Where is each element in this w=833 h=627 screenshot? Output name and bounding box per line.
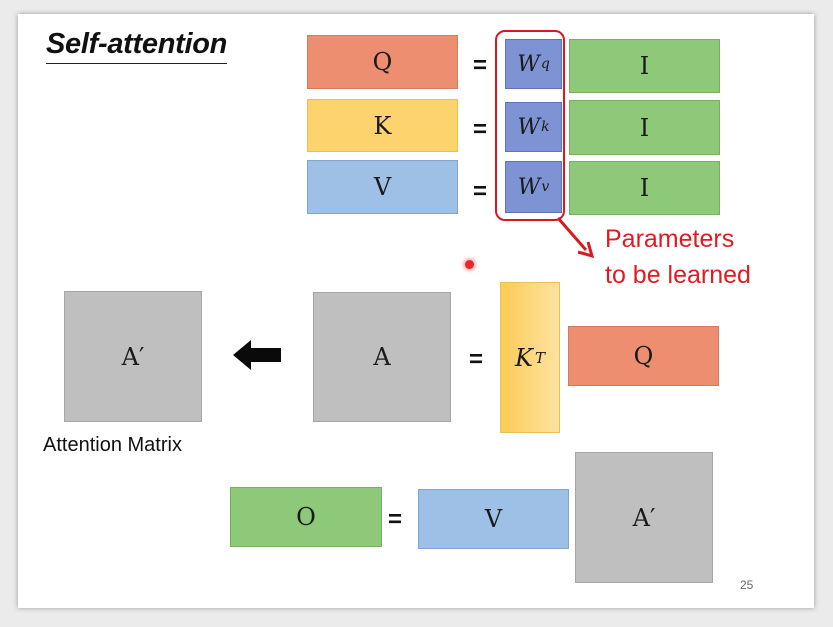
a-prime-box: A′: [64, 291, 202, 422]
red-arrow-icon: [556, 217, 595, 259]
wv-base: W: [517, 174, 541, 200]
parameters-note: Parameters to be learned: [605, 221, 751, 293]
note-line-1: Parameters: [605, 225, 735, 253]
equals-sign: =: [469, 346, 484, 373]
equals-sign: =: [473, 116, 488, 143]
q-box: Q: [307, 35, 458, 89]
parameters-highlight-frame: [495, 30, 565, 221]
kt-base: K: [515, 343, 533, 372]
equals-sign: =: [473, 178, 488, 205]
i-box: I: [569, 100, 720, 155]
note-line-2: to be learned: [605, 261, 751, 289]
wv-sup: v: [541, 179, 550, 195]
left-arrow-icon: [233, 340, 281, 370]
pointer-dot: [465, 260, 474, 269]
wk-sup: k: [541, 119, 550, 135]
a-prime-box-output: A′: [575, 452, 713, 583]
equals-sign: =: [388, 506, 403, 533]
equals-sign: =: [473, 52, 488, 79]
i-box: I: [569, 39, 720, 93]
a-box: A: [313, 292, 451, 422]
q-box-attention: Q: [568, 326, 719, 386]
o-box: O: [230, 487, 382, 547]
wk-base: W: [517, 114, 541, 140]
page-number: 25: [740, 578, 754, 592]
slide-title: Self-attention: [46, 28, 227, 64]
kt-sup: T: [534, 348, 545, 367]
v-box-output: V: [418, 489, 569, 549]
wq-sup: q: [540, 56, 550, 72]
i-box: I: [569, 161, 720, 215]
k-box: K: [307, 99, 458, 152]
attention-matrix-caption: Attention Matrix: [43, 434, 182, 456]
v-box: V: [307, 160, 458, 214]
wq-base: W: [517, 51, 540, 77]
